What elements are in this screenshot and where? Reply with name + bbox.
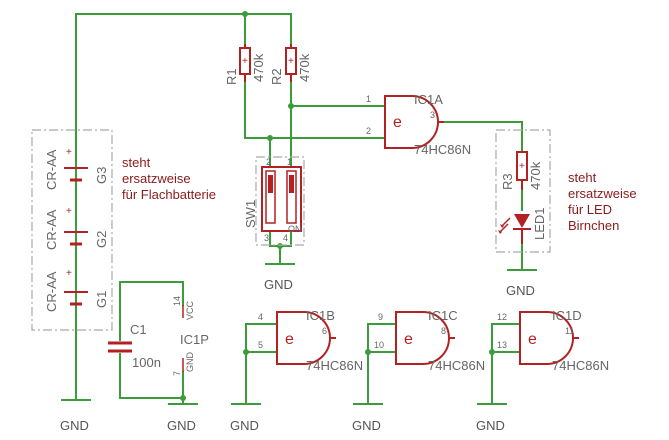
ic1c-pin9: 9 [378,312,383,322]
ic1a-symbol: e [393,114,402,131]
ic1b-pin6: 6 [322,326,327,336]
svg-text:+: + [288,56,294,67]
svg-text:+: + [66,147,72,158]
r3-name: R3 [500,173,515,190]
ic1c-type: 74HC86N [428,358,485,373]
ic1p-vcc-label: VCC [185,300,195,320]
led1-name: LED1 [532,207,547,240]
gnd-label-power: GND [167,418,196,433]
ic1a-name: IC1A [414,92,443,107]
sw1-pin4: 4 [283,233,288,243]
ic1b-name: IC1B [306,308,335,323]
ic1a-pin2: 2 [366,126,371,136]
note-led-line3: für LED [568,202,612,217]
ic1c-symbol: e [404,331,413,348]
ic1d-pin12: 12 [497,312,507,322]
svg-text:+: + [66,206,72,217]
ic1b-symbol: e [285,331,294,348]
ic1c-name: IC1C [428,308,458,323]
ic1d-pin11: 11 [565,326,574,336]
ic1d-pin13: 13 [497,340,507,350]
ic1a-type: 74HC86N [414,142,471,157]
c1-value: 100n [132,355,161,370]
gate-ic1a: e IC1A 74HC86N 1 2 3 [366,92,471,157]
gnd-label-led: GND [506,283,535,298]
ic1d-type: 74HC86N [552,358,609,373]
r3-value: 470k [528,161,543,190]
led1: LED1 [498,207,547,244]
ic1b-pin5: 5 [258,340,263,350]
note-led: steht ersatzweise für LED Birnchen [568,170,637,233]
note-battery-line1: steht [122,155,151,170]
resistor-r3: + R3 470k [500,151,543,190]
gate-ic1d: e IC1D 74HC86N 12 13 11 [497,308,609,373]
svg-text:+: + [519,161,525,172]
ic1c-pin8: 8 [441,326,446,336]
ground-ic1d: GND [476,403,507,433]
gnd-label-battery: GND [60,418,89,433]
ic1p-gnd-pin: 7 [172,371,182,376]
ic1b-type: 74HC86N [306,358,363,373]
ic1b-pin4: 4 [258,312,263,322]
r1-name: R1 [224,68,239,85]
note-battery-line3: für Flachbatterie [122,187,216,202]
ic1p-name: IC1P [180,332,209,347]
ic1d-name: IC1D [552,308,582,323]
g2-name: G2 [94,231,109,248]
r1-value: 470k [251,53,266,82]
ic1d-symbol: e [528,331,537,348]
battery-frame [31,129,113,331]
g1-name: G1 [94,291,109,308]
r2-name: R2 [269,68,284,85]
sw1-pin3: 3 [264,233,269,243]
battery-g3: + CR-AA G3 [44,147,109,190]
sw1-pin1: 1 [287,157,292,167]
switch-sw1: 2 1 3 4 ON SW1 [243,156,305,246]
c1-name: C1 [130,322,147,337]
svg-text:+: + [242,56,248,67]
ground-ic1c: GND [352,403,383,433]
gnd-label-ic1d: GND [476,418,505,433]
ic1a-pin3: 3 [430,110,435,120]
gnd-label-switch: GND [264,277,293,292]
battery-g1: + CR-AA G1 [44,268,109,312]
g3-name: G3 [94,167,109,184]
resistor-r1: + R1 470k [224,44,266,85]
ground-led: GND [506,269,537,298]
resistor-r2: + R2 470k [269,44,312,85]
note-led-line4: Birnchen [568,218,619,233]
ground-power: GND [167,403,198,433]
gnd-label-ic1c: GND [352,418,381,433]
note-battery-line2: ersatzweise [122,171,191,186]
ic1a-pin1: 1 [366,94,371,104]
note-led-line1: steht [568,170,597,185]
svg-text:+: + [66,268,72,279]
gate-ic1c: e IC1C 74HC86N 9 10 8 [374,308,485,373]
power-pin-ic1p: 14 VCC IC1P GND 7 [172,296,209,376]
junctions [180,11,495,401]
sw1-pin2: 2 [266,157,271,167]
ic1p-gnd-label: GND [185,352,195,373]
g3-type: CR-AA [44,149,59,190]
ic1c-pin10: 10 [374,340,384,350]
g1-type: CR-AA [44,271,59,312]
note-led-line2: ersatzweise [568,186,637,201]
ground-ic1b: GND [230,403,261,433]
battery-g2: + CR-AA G2 [44,206,109,250]
ground-battery: GND [60,399,91,433]
wires [75,13,523,405]
ic1p-vcc-pin: 14 [172,296,182,306]
ground-symbols: GND GND GND GND GND GND GND [60,263,537,433]
capacitor-c1: C1 100n [108,322,161,370]
sw1-on-label: ON [288,224,302,234]
led-frame [495,129,551,253]
gnd-label-ic1b: GND [230,418,259,433]
sw1-name: SW1 [243,200,258,228]
note-battery: steht ersatzweise für Flachbatterie [122,155,216,202]
g2-type: CR-AA [44,209,59,250]
r2-value: 470k [297,53,312,82]
gate-ic1b: e IC1B 74HC86N 4 5 6 [258,308,363,373]
ground-switch: GND [264,263,295,292]
